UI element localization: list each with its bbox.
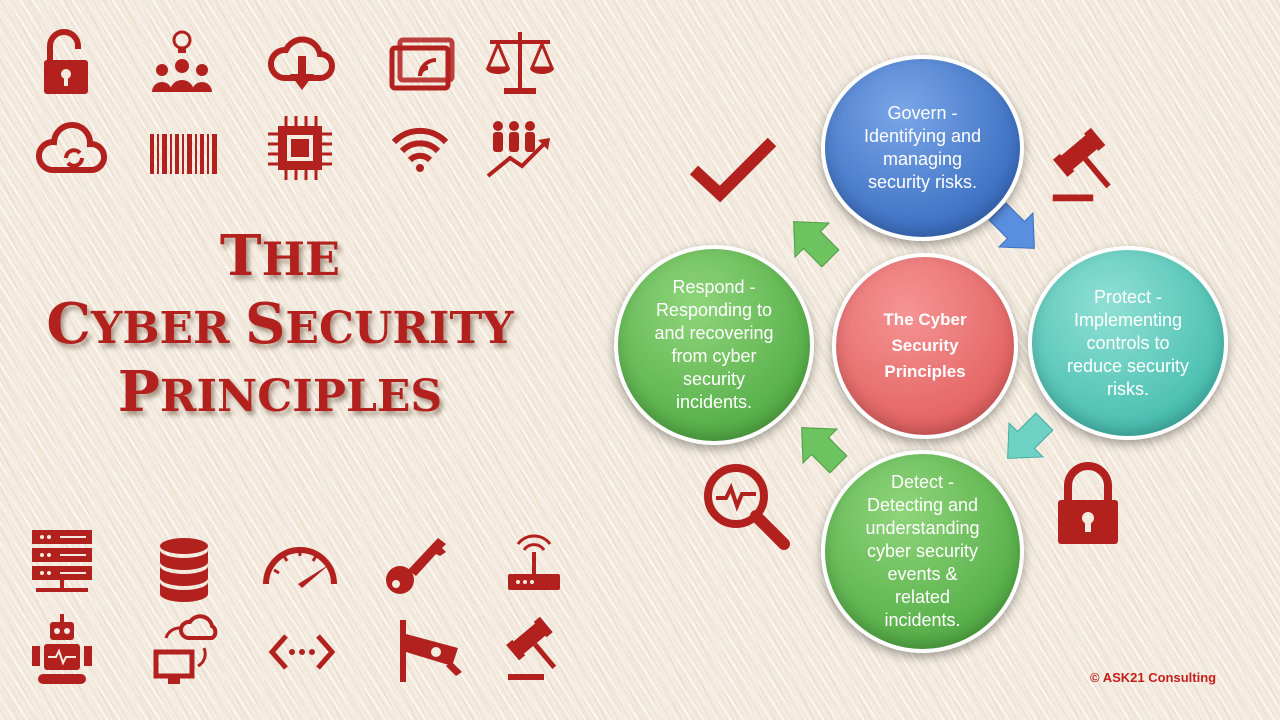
- title-line-3: PRINCIPLES: [117, 359, 443, 425]
- cloud-download-icon: [262, 22, 342, 102]
- govern-text: Govern - Identifying and managing securi…: [863, 103, 982, 192]
- arrow-respond-to-govern: [782, 210, 842, 270]
- arrow-detect-to-respond: [790, 416, 850, 476]
- title-line-2: CYBER SECURITY: [46, 291, 514, 357]
- respond-text: Respond - Responding to and recovering f…: [654, 277, 774, 412]
- barcode-icon: [144, 114, 224, 194]
- scales-icon: [480, 22, 560, 102]
- wifi-icon: [380, 108, 460, 188]
- respond-circle: Respond - Responding to and recovering f…: [614, 245, 814, 445]
- center-circle: The Cyber Security Principles: [832, 253, 1018, 439]
- detect-circle: Detect - Detecting and understanding cyb…: [821, 450, 1024, 653]
- gavel-icon: [1046, 118, 1136, 208]
- code-brackets-icon: [262, 612, 342, 692]
- team-idea-icon: [142, 24, 222, 104]
- protect-text: Protect - Implementing controls to reduc…: [1066, 286, 1190, 399]
- magnifier-pulse-icon: [698, 458, 794, 554]
- govern-circle: Govern - Identifying and managing securi…: [821, 55, 1024, 241]
- arrow-govern-to-protect: [986, 200, 1046, 260]
- server-rack-icon: [22, 524, 102, 604]
- detect-text: Detect - Detecting and understanding cyb…: [865, 472, 980, 630]
- router-icon: [494, 530, 574, 610]
- checkmark-icon: [684, 130, 780, 210]
- wireless-card-icon: [380, 24, 460, 104]
- title-line-1: THE: [219, 223, 341, 289]
- page-title: THE CYBER SECURITY PRINCIPLES: [20, 228, 540, 432]
- cloud-computer-icon: [146, 612, 226, 692]
- open-lock-icon: [26, 22, 106, 102]
- cpu-chip-icon: [260, 108, 340, 188]
- padlock-icon: [1046, 458, 1130, 550]
- cloud-sync-icon: [34, 112, 114, 192]
- growth-people-icon: [480, 110, 560, 190]
- arrow-protect-to-detect: [996, 410, 1056, 470]
- database-icon: [144, 532, 224, 612]
- protect-circle: Protect - Implementing controls to reduc…: [1028, 246, 1228, 440]
- security-camera-icon: [390, 614, 470, 694]
- gavel-small-icon: [500, 608, 580, 688]
- speedometer-icon: [260, 530, 340, 610]
- center-text: The Cyber Security Principles: [883, 310, 967, 381]
- copyright-notice: © ASK21 Consulting: [1090, 670, 1217, 685]
- robot-icon: [22, 610, 102, 690]
- key-icon: [378, 524, 458, 604]
